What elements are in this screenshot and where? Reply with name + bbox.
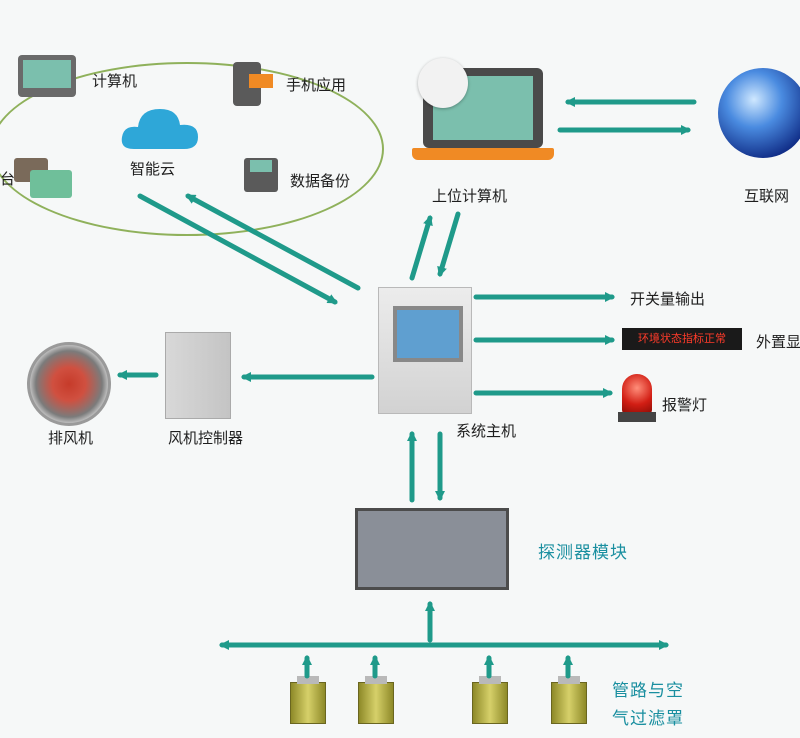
led-display: 环境状态指标正常 [622, 328, 742, 350]
globe-icon [718, 68, 800, 158]
disk-icon [244, 158, 278, 192]
arrow-host-to-laptop [409, 215, 433, 281]
filter-2 [358, 676, 394, 724]
fan-icon [27, 342, 111, 426]
pipe-filter-label-line1: 管路与空 [612, 681, 684, 701]
fan-controller-label: 风机控制器 [168, 429, 244, 447]
mobile-app-label: 手机应用 [286, 76, 347, 94]
system-host-label: 系统主机 [456, 422, 517, 440]
alarm-light-icon [622, 374, 652, 414]
alarm-light-label: 报警灯 [662, 396, 708, 414]
arrow-host-to-cloud [185, 193, 361, 291]
filter-3 [472, 676, 508, 724]
document-icon [418, 58, 468, 108]
exhaust-fan-label: 排风机 [48, 429, 94, 447]
laptop-base [412, 148, 554, 160]
data-backup-label: 数据备份 [290, 172, 351, 190]
detector-module-box [355, 508, 509, 590]
fan-controller-device [165, 332, 231, 419]
pipe-filter-label-line2: 气过滤罩 [612, 709, 684, 729]
chat-bubble-icon [30, 170, 72, 198]
alarm-light-base [618, 412, 656, 422]
computer-label: 计算机 [92, 72, 138, 90]
arrow-cloud-to-host [137, 193, 338, 305]
computer-icon [18, 55, 76, 97]
system-host-device [378, 287, 472, 414]
platform-label: 台 [0, 170, 16, 188]
switch-output-label: 开关量输出 [630, 290, 706, 308]
smart-cloud-label: 智能云 [130, 160, 176, 178]
external-display-label: 外置显 [756, 333, 800, 351]
filter-1 [290, 676, 326, 724]
arrow-laptop-to-host [437, 211, 461, 277]
detector-module-label: 探测器模块 [538, 543, 628, 563]
cloud-icon [121, 109, 198, 149]
upper-computer-label: 上位计算机 [432, 187, 508, 205]
cloud-services-ellipse [0, 62, 384, 236]
filter-4 [551, 676, 587, 724]
internet-label: 互联网 [744, 187, 790, 205]
phone-icon [233, 62, 273, 106]
